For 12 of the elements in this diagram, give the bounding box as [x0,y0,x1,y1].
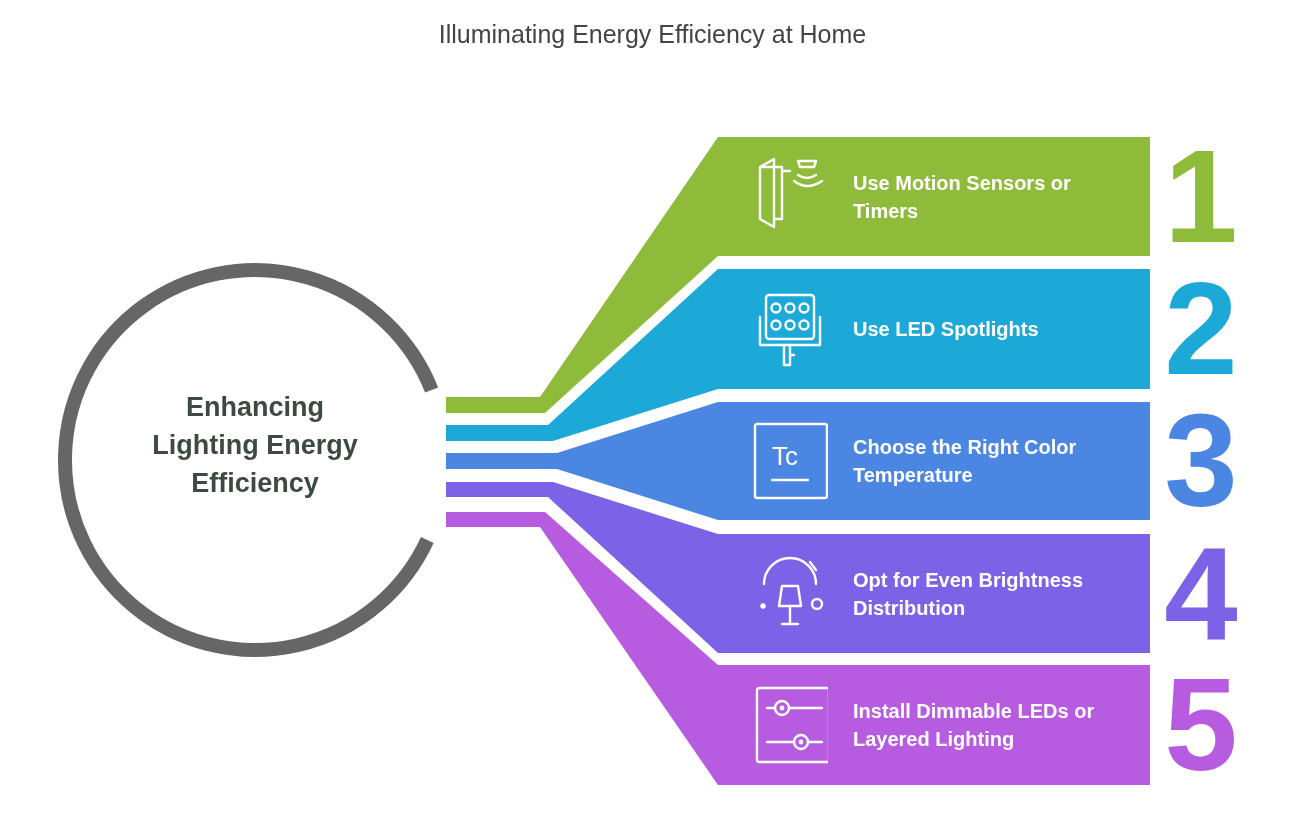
step-text: Opt for Even Brightness Distribution [853,567,1085,621]
step-text: Use Motion Sensors or Timers [853,170,1072,224]
step-number: 1 [1163,138,1239,255]
temperature-symbol: Tc [772,443,798,469]
diagram-title: Illuminating Energy Efficiency at Home [437,20,868,49]
step-number: 4 [1163,535,1239,652]
step-text: Choose the Right Color Temperature [853,435,1078,488]
step-text: Install Dimmable LEDs or Layered Lighting [853,699,1096,752]
step-text: Use LED Spotlights [853,317,1040,342]
step-number: 3 [1163,403,1239,519]
step-number: 5 [1163,667,1239,783]
step-number: 2 [1163,271,1239,387]
